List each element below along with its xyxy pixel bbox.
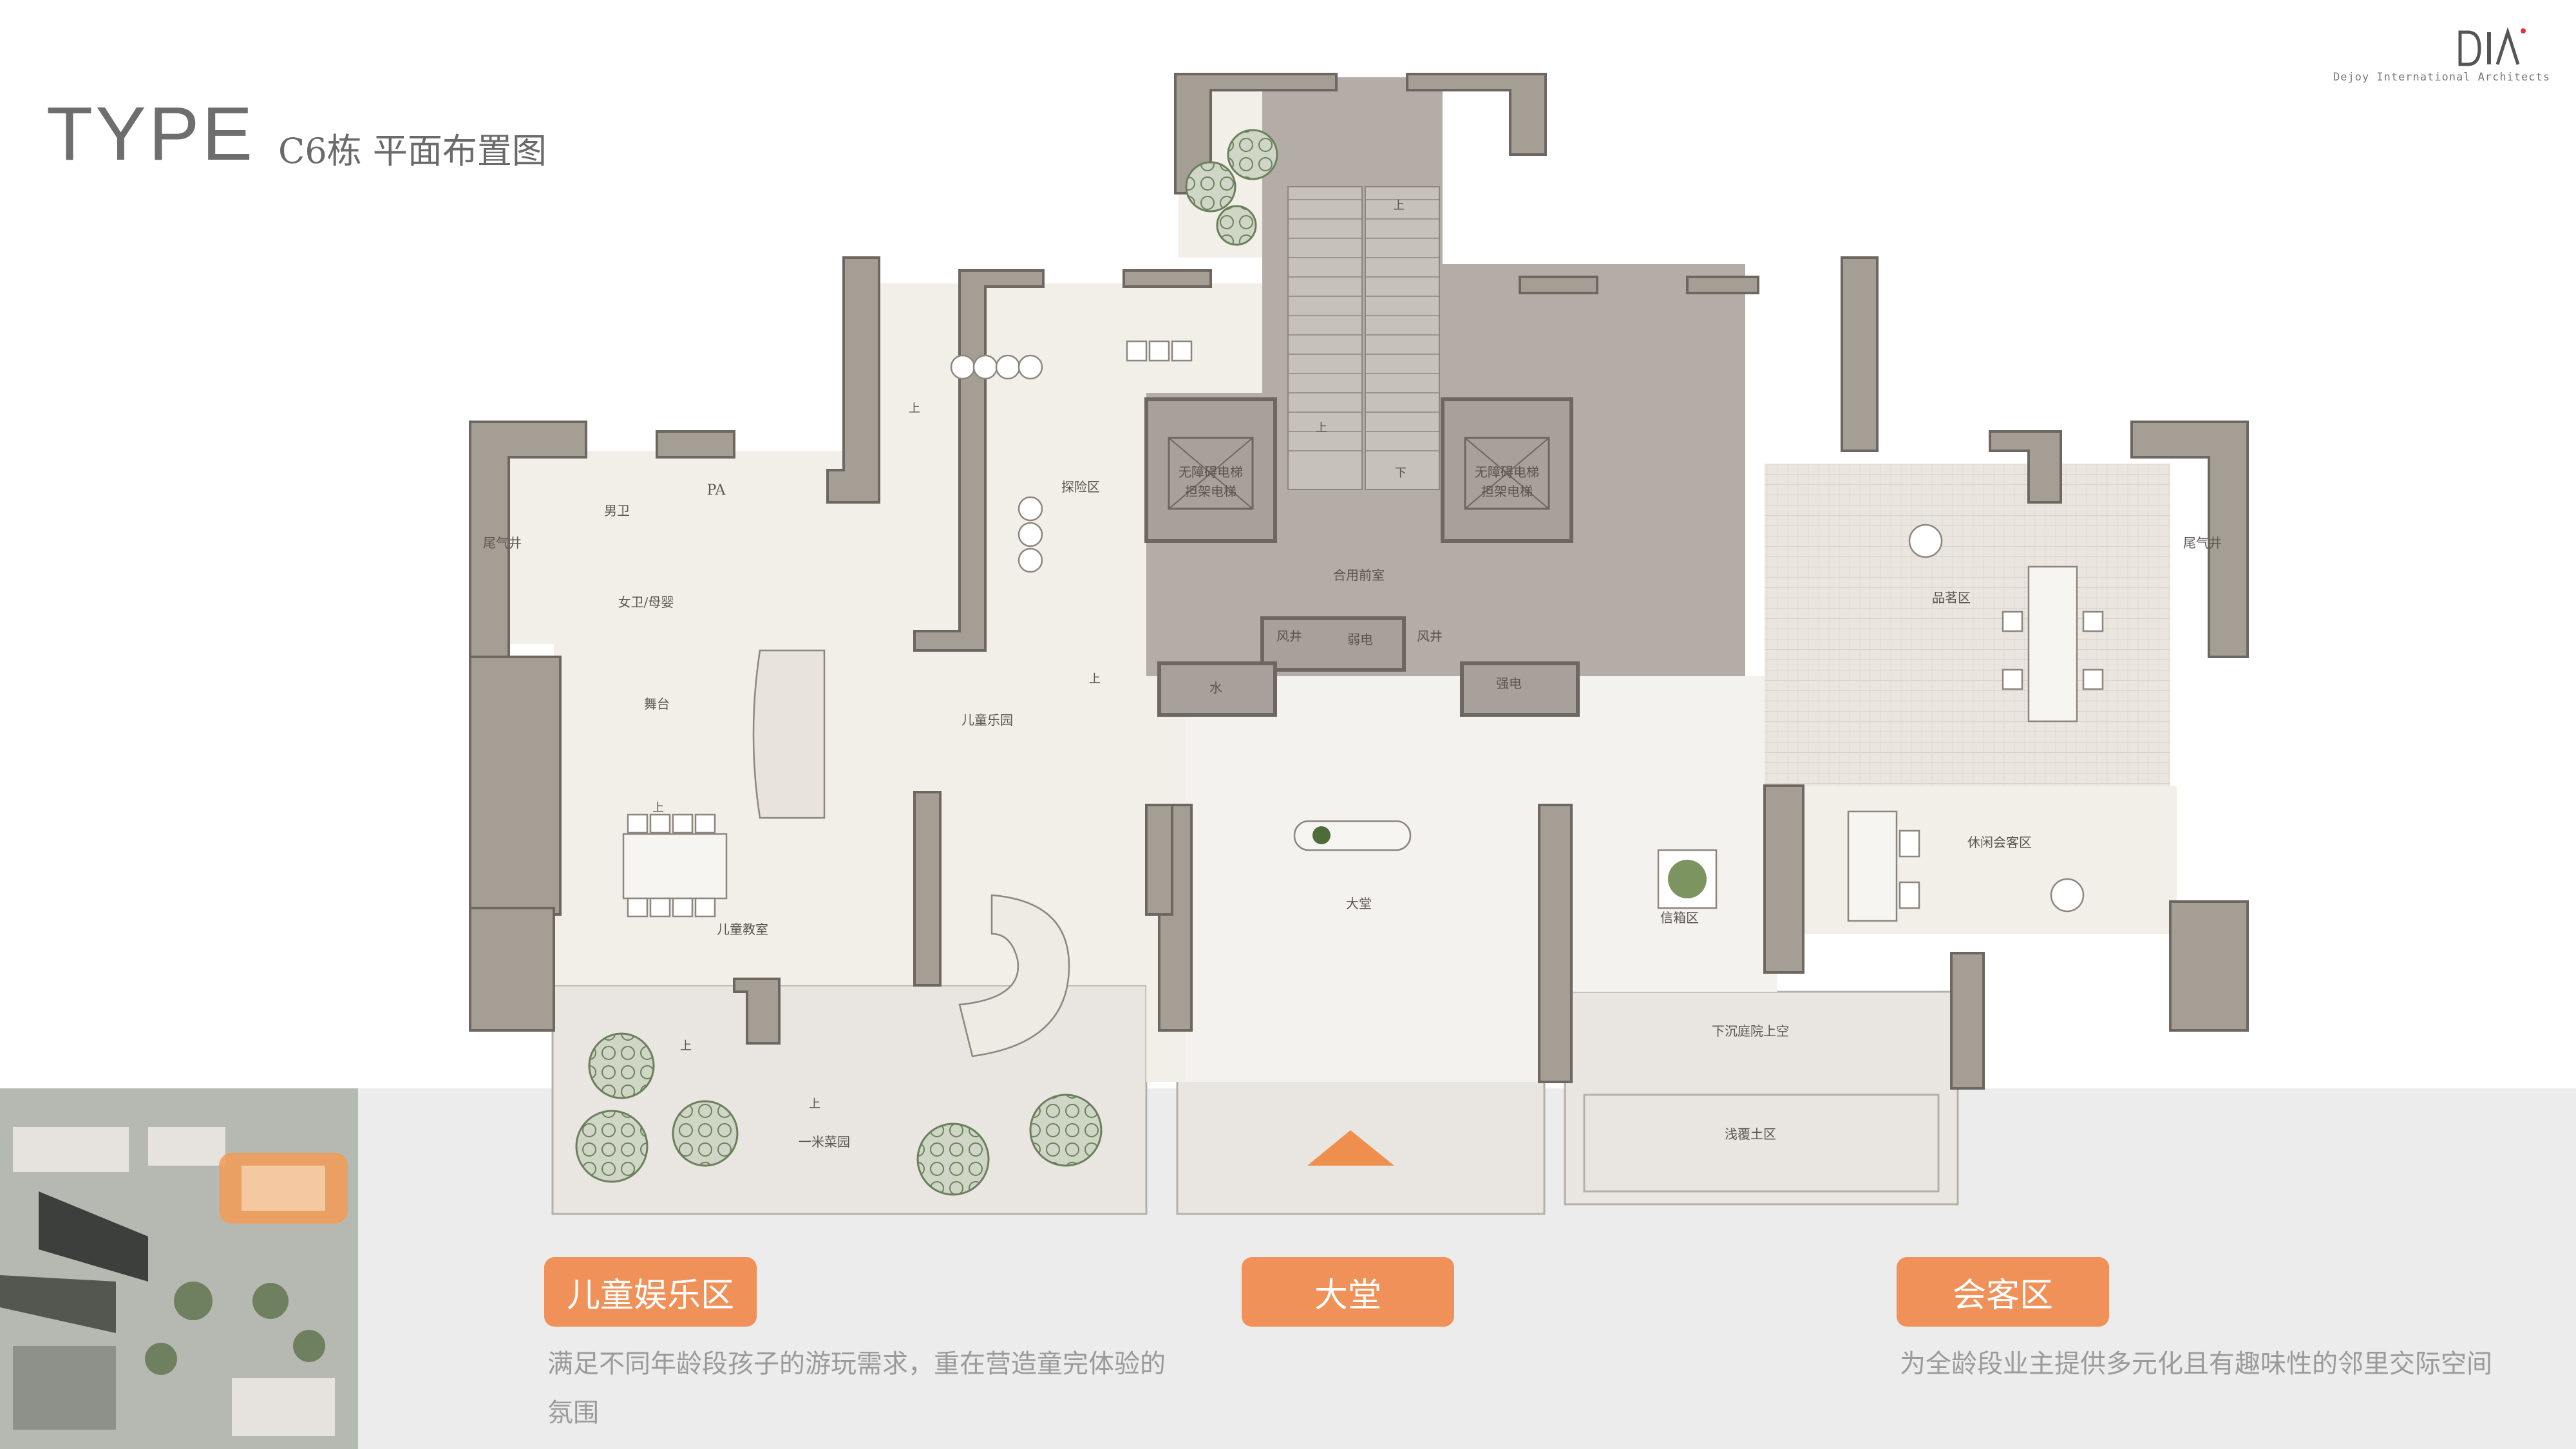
label-up-4: 上 bbox=[1316, 421, 1327, 435]
label-up-7: 上 bbox=[809, 1097, 820, 1111]
label-ertong-jiaoshi: 儿童教室 bbox=[717, 922, 768, 937]
page-title: TYPE bbox=[46, 91, 256, 176]
label-weiqijing-left: 尾气井 bbox=[483, 535, 522, 551]
desc-kids-line-2: 氛围 bbox=[547, 1398, 599, 1428]
site-minimap bbox=[0, 1088, 358, 1449]
label-ruodian: 弱电 bbox=[1347, 632, 1373, 647]
section-desc-lounge: 为全龄段业主提供多元化且有趣味性的邻里交际空间 bbox=[1900, 1340, 2544, 1388]
page-subtitle: C6栋 平面布置图 bbox=[278, 131, 547, 171]
orange-triangle-icon bbox=[1307, 1130, 1394, 1166]
desc-kids-line-1: 满足不同年龄段孩子的游玩需求，重在营造童完体验的 bbox=[547, 1349, 1166, 1379]
label-shui: 水 bbox=[1209, 680, 1222, 696]
floor-lobby bbox=[1185, 676, 1546, 1082]
utility-rooms bbox=[1157, 616, 1580, 717]
label-xiachen: 下沉庭院上空 bbox=[1712, 1023, 1789, 1039]
label-qiangdian: 强电 bbox=[1496, 676, 1522, 691]
label-pa: PA bbox=[707, 482, 726, 498]
floor-lounge bbox=[1777, 786, 2177, 934]
label-fengjing-1: 风井 bbox=[1276, 629, 1302, 644]
company-logo: Dejoy International Architects bbox=[2306, 26, 2550, 84]
label-fengjing-2: 风井 bbox=[1417, 629, 1443, 644]
label-elevator-right-2: 担架电梯 bbox=[1481, 484, 1533, 499]
label-wutai: 舞台 bbox=[644, 696, 670, 712]
section-pill-lounge[interactable]: 会客区 bbox=[1897, 1257, 2109, 1327]
elevator-left bbox=[1144, 397, 1277, 543]
label-datang: 大堂 bbox=[1346, 896, 1372, 911]
company-name: Dejoy International Architects bbox=[2333, 71, 2550, 84]
label-down-1: 下 bbox=[1395, 466, 1406, 480]
dia-logo-icon bbox=[2458, 26, 2526, 66]
label-up-3: 上 bbox=[1089, 672, 1101, 686]
floor-mailroom bbox=[1546, 676, 1777, 992]
label-up-6: 上 bbox=[680, 1039, 692, 1053]
label-pinming: 品茗区 bbox=[1932, 590, 1971, 605]
desc-lounge-line-1: 为全龄段业主提供多元化且有趣味性的邻里交际空间 bbox=[1900, 1349, 2492, 1379]
label-xiuxian: 休闲会客区 bbox=[1967, 835, 2032, 850]
label-nvwei: 女卫/母婴 bbox=[618, 594, 674, 610]
garden-right bbox=[1564, 990, 1959, 1206]
label-qianfu: 浅覆土区 bbox=[1725, 1126, 1776, 1142]
elevator-right bbox=[1441, 397, 1573, 543]
label-elevator-left-2: 担架电梯 bbox=[1185, 484, 1236, 499]
label-up-1: 上 bbox=[909, 402, 920, 415]
stairs bbox=[1287, 186, 1440, 490]
label-yimi-caiyuan: 一米菜园 bbox=[799, 1134, 850, 1150]
label-nanwei: 男卫 bbox=[604, 503, 630, 518]
trees bbox=[575, 129, 1278, 1196]
section-pill-lobby[interactable]: 大堂 bbox=[1242, 1257, 1454, 1327]
label-weiqijing-right: 尾气井 bbox=[2183, 535, 2222, 551]
floor-plan: 尾气井 男卫 PA 女卫/母婴 舞台 儿童乐园 探险区 儿童教室 一米菜园 无障… bbox=[469, 73, 2249, 1215]
label-elevator-left-1: 无障碍电梯 bbox=[1179, 464, 1243, 480]
section-desc-kids: 满足不同年龄段孩子的游玩需求，重在营造童完体验的 氛围 bbox=[547, 1340, 1288, 1437]
label-xinxiang: 信箱区 bbox=[1660, 910, 1699, 925]
label-tanxian: 探险区 bbox=[1061, 479, 1100, 495]
site-plan-image bbox=[0, 1088, 358, 1449]
walls bbox=[469, 73, 2249, 1090]
label-up-2: 上 bbox=[652, 801, 664, 815]
section-pill-kids[interactable]: 儿童娱乐区 bbox=[544, 1257, 757, 1327]
label-up-5: 上 bbox=[1393, 199, 1405, 213]
label-ertong-leyuan: 儿童乐园 bbox=[961, 712, 1013, 728]
furniture bbox=[622, 340, 2104, 1057]
label-heyong-qianshi: 合用前室 bbox=[1333, 567, 1385, 583]
label-elevator-right-1: 无障碍电梯 bbox=[1475, 464, 1539, 480]
floor-tea bbox=[1765, 464, 2170, 786]
